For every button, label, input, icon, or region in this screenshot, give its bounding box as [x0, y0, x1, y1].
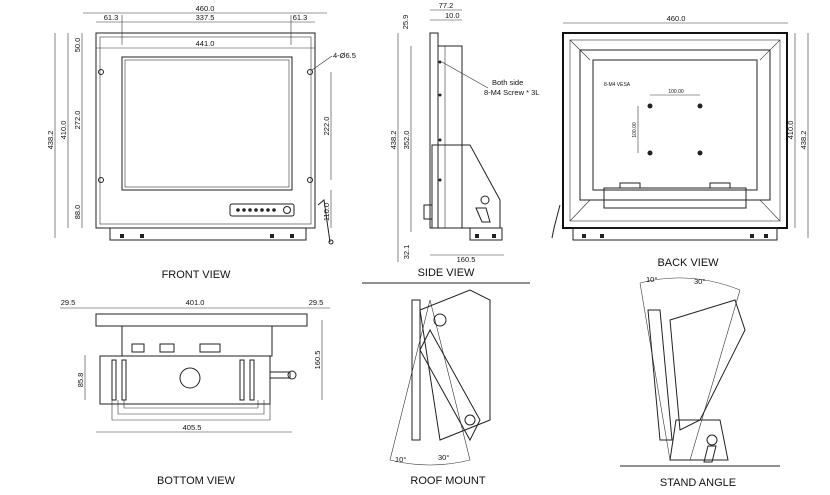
- side-top-offset: 25.9: [401, 15, 410, 30]
- side-note-line-1: Both side: [492, 78, 523, 87]
- bottom-view: 29.5 401.0 29.5 160.5 85.8 405.5 BOTTOM …: [60, 298, 330, 487]
- back-total-height: 438.2: [799, 131, 808, 150]
- front-stand-offset: 110.0: [322, 203, 331, 221]
- back-vesa-h: 100.00: [668, 89, 684, 95]
- front-total-width: 460.0: [196, 4, 215, 13]
- front-hole-label: 4-Ø6.5: [333, 51, 356, 60]
- front-hole-spacing: 337.5: [196, 13, 215, 22]
- front-hole-vertical: 222.0: [322, 117, 331, 136]
- front-total-height: 438.2: [46, 131, 55, 150]
- bottom-stand-width: 405.5: [183, 423, 202, 432]
- front-left-margin: 61.3: [104, 13, 119, 22]
- roof-mount-title: ROOF MOUNT: [410, 475, 485, 487]
- side-view: 77.2 10.0 25.9 438.2 352.0 32.1 Both sid…: [389, 1, 539, 279]
- side-bracket-depth: 160.5: [457, 255, 476, 264]
- front-screen-height: 272.0: [73, 111, 82, 130]
- bottom-depth: 160.5: [313, 351, 322, 370]
- side-body-height: 352.0: [402, 131, 411, 150]
- front-view: 460.0 61.3 337.5 61.3 441.0 438.2 410.0 …: [46, 4, 356, 281]
- back-view-title: BACK VIEW: [657, 257, 719, 269]
- side-depth-top: 77.2: [439, 1, 454, 10]
- side-step: 10.0: [445, 11, 460, 20]
- back-bezel-height: 410.0: [786, 121, 795, 140]
- bottom-width: 401.0: [186, 298, 205, 307]
- back-vesa-label: 8-M4 VESA: [604, 82, 631, 88]
- stand-angle-2: 30°: [694, 277, 705, 286]
- bottom-right-offset: 29.5: [309, 298, 324, 307]
- roof-angle-2: 30°: [438, 453, 449, 462]
- front-view-title: FRONT VIEW: [162, 269, 231, 281]
- bottom-view-title: BOTTOM VIEW: [157, 475, 236, 487]
- front-right-margin: 61.3: [293, 13, 308, 22]
- stand-angle-1: 10°: [646, 275, 657, 284]
- front-top-offset: 50.0: [73, 38, 82, 53]
- front-screen-width: 441.0: [196, 39, 215, 48]
- stand-angle-title: STAND ANGLE: [660, 477, 736, 489]
- front-bezel-height: 410.0: [59, 121, 68, 140]
- front-bottom-offset: 88.0: [73, 205, 82, 220]
- side-base: 32.1: [402, 245, 411, 260]
- back-view: 460.0 410.0 438.2 8-M4 VESA 100.00 100.0…: [551, 14, 809, 269]
- side-height: 438.2: [389, 131, 398, 150]
- back-vesa-v: 100.00: [632, 122, 638, 138]
- stand-angle-view: 10° 30° STAND ANGLE: [620, 275, 780, 489]
- side-note-line-2: 8-M4 Screw * 3L: [484, 88, 539, 97]
- bottom-inner-depth: 85.8: [76, 373, 85, 388]
- back-total-width: 460.0: [667, 14, 686, 23]
- bottom-left-offset: 29.5: [61, 298, 76, 307]
- side-view-title: SIDE VIEW: [418, 267, 475, 279]
- roof-mount-view: 10° 30° ROOF MOUNT: [362, 282, 530, 487]
- roof-angle-1: 10°: [395, 455, 406, 464]
